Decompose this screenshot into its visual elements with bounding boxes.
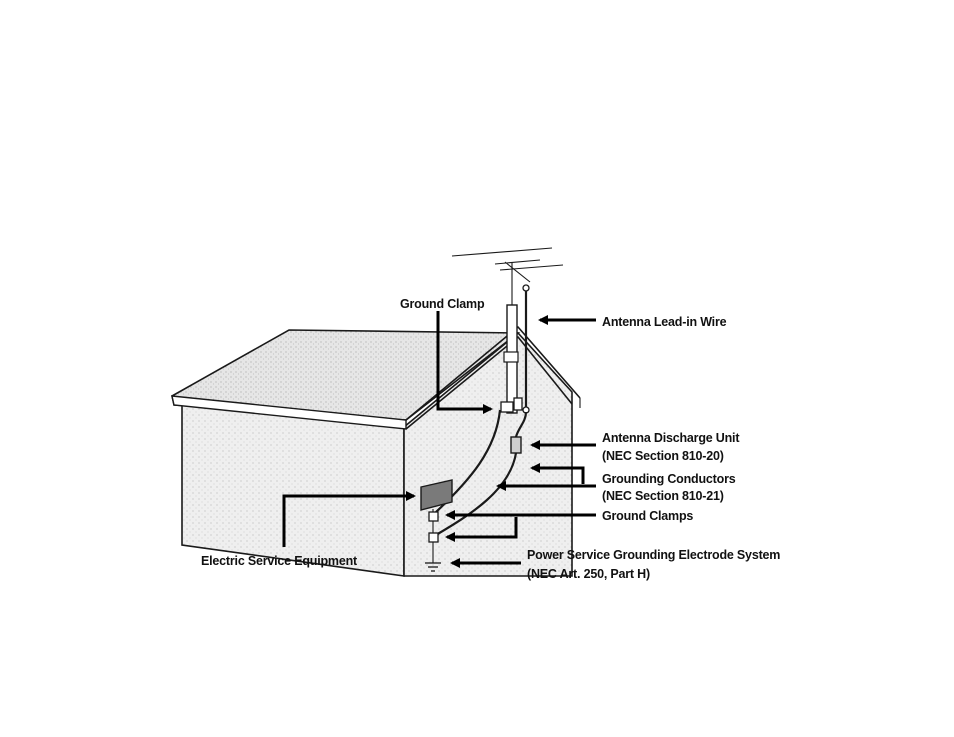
mast-ground-clamp [501,402,513,412]
antenna-element-1 [452,248,552,256]
antenna-boom [505,262,530,282]
mast-bracket [504,352,518,362]
label-ground-clamp: Ground Clamp [400,297,485,311]
label-antenna-lead-in-wire: Antenna Lead-in Wire [602,315,727,329]
label-power-service-nec: (NEC Art. 250, Part H) [527,567,650,581]
label-ground-clamps: Ground Clamps [602,509,693,523]
label-electric-service-equipment: Electric Service Equipment [201,554,358,568]
label-antenna-discharge-unit: Antenna Discharge Unit [602,431,740,445]
ground-clamp-lower [429,533,438,542]
house-left-wall [182,404,404,576]
standoff-insulator-top [523,285,529,291]
label-power-service-grounding: Power Service Grounding Electrode System [527,548,780,562]
antenna-element-2 [495,260,540,264]
antenna-discharge-unit [511,437,521,453]
label-antenna-discharge-unit-nec: (NEC Section 810-20) [602,449,724,463]
label-grounding-conductors: Grounding Conductors [602,472,736,486]
ground-clamp-upper [429,512,438,521]
label-grounding-conductors-nec: (NEC Section 810-21) [602,489,724,503]
mast-ground-clamp-2 [514,398,522,410]
